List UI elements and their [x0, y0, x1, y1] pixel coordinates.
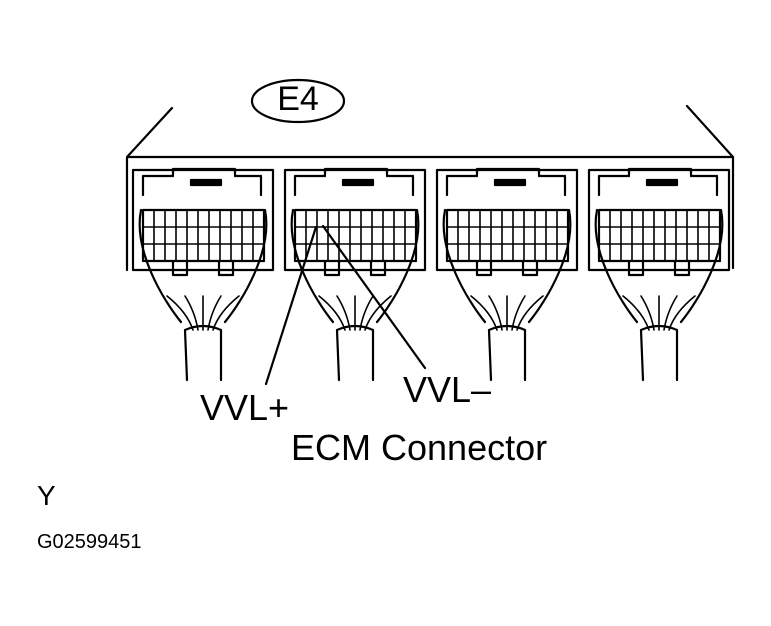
key-notch: [521, 259, 539, 277]
connector-group: [131, 167, 731, 382]
pin-grid: [141, 208, 266, 263]
cable-bundle: [335, 324, 375, 382]
key-notch: [673, 259, 691, 277]
latch-tab: [341, 178, 375, 187]
connector-cover: [594, 208, 724, 324]
connector-latch: [445, 167, 567, 197]
pin-grid-frame: [597, 208, 722, 263]
pin-grid-frame: [293, 208, 418, 263]
connector-body: [283, 167, 427, 382]
connector-body: [131, 167, 275, 382]
connector-id-oval: [250, 78, 346, 124]
connector-latch: [293, 167, 415, 197]
leader-line-vvl-plus: [264, 225, 318, 386]
cable-bundle: [183, 324, 223, 382]
figure-code: G02599451: [37, 531, 142, 553]
pin-label-vvl-plus: VVL+: [200, 387, 290, 428]
pin-grid: [597, 208, 722, 263]
latch-tab: [645, 178, 679, 187]
connector-body: [587, 167, 731, 382]
diagram-title: ECM Connector: [291, 427, 548, 468]
wire: [668, 295, 696, 331]
cable-bundle: [639, 324, 679, 382]
wire: [212, 295, 240, 331]
pin-grid-frame: [141, 208, 266, 263]
pin-grid: [293, 208, 418, 263]
view-letter: Y: [37, 480, 56, 511]
key-notch: [627, 259, 645, 277]
latch-tab: [189, 178, 223, 187]
connector-body: [435, 167, 579, 382]
key-notch: [323, 259, 341, 277]
pin-grid-frame: [445, 208, 570, 263]
wire: [166, 295, 194, 331]
connector-cover: [442, 208, 572, 324]
connector-cover: [138, 208, 268, 324]
cable-bundle: [487, 324, 527, 382]
wire: [470, 295, 498, 331]
ecm-housing-outline: [125, 104, 735, 272]
wire: [318, 295, 346, 331]
latch-tab: [493, 178, 527, 187]
connector-latch: [597, 167, 719, 197]
connector-id-label: E4: [277, 80, 319, 118]
connector-cover: [290, 208, 420, 324]
leader-line-vvl-minus: [321, 224, 427, 370]
key-notch: [217, 259, 235, 277]
wire: [516, 295, 544, 331]
key-notch: [171, 259, 189, 277]
pin-grid: [445, 208, 570, 263]
wire: [622, 295, 650, 331]
key-notch: [475, 259, 493, 277]
key-notch: [369, 259, 387, 277]
connector-latch: [141, 167, 263, 197]
pin-label-vvl-minus: VVL–: [403, 369, 492, 410]
